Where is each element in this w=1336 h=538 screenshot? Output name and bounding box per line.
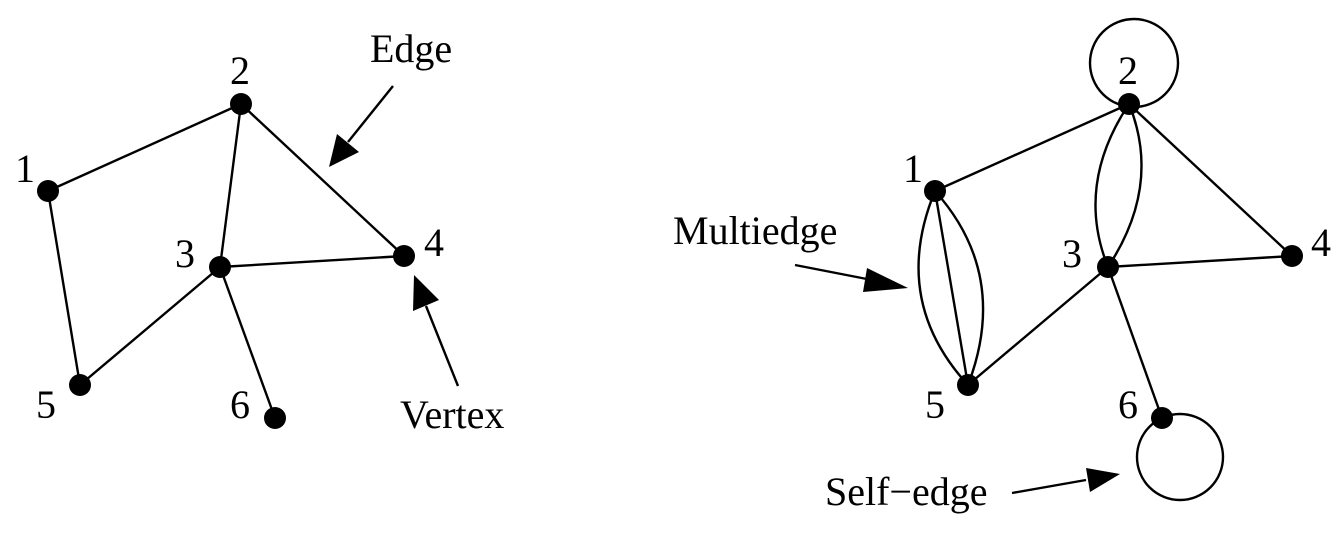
vertex-arrow-shaft	[424, 305, 460, 387]
left-edge-1-2	[47, 102, 242, 193]
right-edge-3-4	[1107, 254, 1293, 269]
edge-arrow-head	[329, 134, 359, 167]
multiedge-arrow-shaft	[794, 263, 873, 282]
vertex-arrow-head	[413, 275, 439, 311]
self-edge-arrow-head	[1086, 468, 1120, 492]
self-edge-arrow-shaft	[1011, 478, 1087, 495]
right-vertex-4	[1281, 245, 1303, 267]
right-vertex-label-4: 4	[1311, 220, 1331, 265]
vertex-annotation-label: Vertex	[400, 392, 504, 437]
right-edge-2-4	[1128, 103, 1293, 257]
left-vertex-label-5: 5	[36, 382, 56, 427]
left-edge-3-5	[79, 266, 221, 386]
left-edge-3-4	[219, 254, 405, 269]
edge-annotation-label: Edge	[370, 26, 452, 71]
right-vertex-3	[1097, 256, 1119, 278]
right-vertex-label-2: 2	[1118, 48, 1138, 93]
self-edge-annotation-label: Self−edge	[825, 469, 988, 514]
left-vertex-label-6: 6	[230, 382, 250, 427]
right-vertex-label-3: 3	[1062, 231, 1082, 276]
edge-annotation: Edge	[329, 26, 452, 167]
left-edges	[46, 102, 405, 419]
edge-arrow-shaft	[347, 85, 394, 143]
left-vertex-3	[209, 256, 231, 278]
right-nodes	[924, 93, 1303, 429]
right-edges	[934, 102, 1293, 419]
right-edge-3-6	[1106, 266, 1164, 419]
left-vertex-5	[69, 374, 91, 396]
right-edge-3-5	[967, 266, 1109, 386]
left-vertex-label-4: 4	[424, 220, 444, 265]
right-edge-1-2	[934, 102, 1130, 193]
left-graph: 1 2 3 4 5 6 Edge Vertex	[15, 26, 504, 437]
left-vertex-2	[230, 93, 252, 115]
right-vertex-1	[924, 180, 946, 202]
right-multiedge-1-5-c	[934, 190, 985, 386]
right-vertex-2	[1118, 93, 1140, 115]
right-node-labels: 1 2 3 4 5 6	[903, 48, 1331, 427]
left-node-labels: 1 2 3 4 5 6	[15, 48, 444, 427]
multiedge-arrow-head	[863, 268, 908, 292]
left-edge-2-4	[240, 103, 405, 257]
right-multiedge-2-3-b	[1106, 103, 1143, 268]
right-multiedge-1-5-a	[917, 190, 969, 386]
right-multiedge-2-3-a	[1094, 103, 1130, 268]
multiedge-annotation-label: Multiedge	[673, 208, 837, 253]
right-vertex-label-6: 6	[1118, 382, 1138, 427]
right-graph: 1 2 3 4 5 6 Multiedge Self−edge	[673, 17, 1331, 514]
multiedge-annotation: Multiedge	[673, 208, 908, 292]
left-vertex-4	[393, 245, 415, 267]
right-self-edge-6	[1135, 412, 1225, 502]
vertex-annotation: Vertex	[400, 275, 504, 437]
left-vertex-label-1: 1	[15, 146, 35, 191]
left-edge-2-3	[218, 103, 243, 268]
left-vertex-1	[37, 180, 59, 202]
right-vertex-6	[1151, 407, 1173, 429]
left-vertex-label-3: 3	[175, 231, 195, 276]
right-vertex-label-1: 1	[903, 146, 923, 191]
left-vertex-6	[264, 407, 286, 429]
right-multiedge-1-5-b	[933, 190, 970, 386]
right-vertex-5	[957, 374, 979, 396]
left-vertex-label-2: 2	[230, 48, 250, 93]
left-nodes	[37, 93, 415, 429]
right-vertex-label-5: 5	[925, 382, 945, 427]
left-edge-1-5	[46, 190, 82, 386]
self-edge-annotation: Self−edge	[825, 468, 1120, 514]
left-edge-3-6	[218, 266, 277, 419]
right-multiedges	[917, 103, 1143, 386]
